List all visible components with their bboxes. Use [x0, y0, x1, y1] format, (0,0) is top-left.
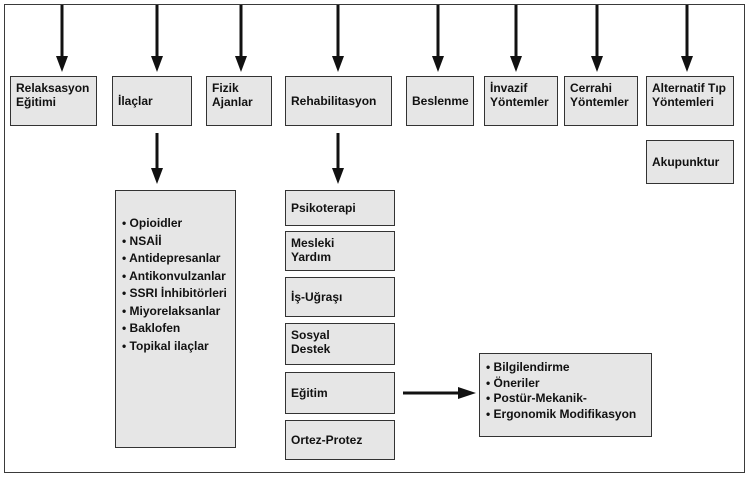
category-label-line: Yöntemleri [652, 95, 715, 109]
list-item: Ergonomik Modifikasyon [486, 407, 645, 423]
medications-list: Opioidler NSAİİ Antidepresanlar Antikonv… [122, 215, 229, 355]
list-item: Antidepresanlar [122, 250, 229, 268]
arrowhead-alternatif [681, 56, 693, 72]
rehab-item-label: Psikoterapi [291, 201, 356, 215]
arrowhead-cerrahi [591, 56, 603, 72]
category-label-line: Fizik [212, 81, 239, 95]
rehab-item-psikoterapi: Psikoterapi [285, 190, 395, 226]
category-fizik-ajanlar: Fizik Ajanlar [206, 76, 272, 126]
list-item: Miyorelaksanlar [122, 303, 229, 321]
list-item: Topikal ilaçlar [122, 338, 229, 356]
category-label-line: Beslenme [412, 94, 469, 108]
category-label-line: Rehabilitasyon [291, 94, 377, 108]
rehab-item-label: Yardım [291, 250, 332, 264]
education-details-box: Bilgilendirme Öneriler Postür-Mekanik- E… [479, 353, 652, 437]
category-alternatif: Alternatif Tıp Yöntemleri [646, 76, 734, 126]
rehab-item-label: Mesleki [291, 236, 335, 250]
category-label-line: İnvazif [490, 81, 528, 95]
diagram-frame [4, 4, 745, 473]
arrowhead-fizik [235, 56, 247, 72]
rehab-item-is-ugrasi: İş-Uğraşı [285, 277, 395, 317]
category-label-line: Alternatif Tıp [652, 81, 726, 95]
category-label-line: Ajanlar [212, 95, 253, 109]
rehab-item-label: Destek [291, 342, 331, 356]
medications-list-box: Opioidler NSAİİ Antidepresanlar Antikonv… [115, 190, 236, 448]
category-label-line: Relaksasyon [16, 81, 90, 95]
rehab-item-label: Sosyal [291, 328, 330, 342]
arrowhead-ilaclar-list [151, 168, 163, 184]
list-item: Postür-Mekanik- [486, 391, 645, 407]
list-item: Antikonvulzanlar [122, 268, 229, 286]
arrowhead-rehabilitasyon [332, 56, 344, 72]
list-item: Bilgilendirme [486, 360, 645, 376]
rehab-item-label: İş-Uğraşı [291, 290, 343, 304]
category-rehabilitasyon: Rehabilitasyon [285, 76, 392, 126]
rehab-item-mesleki-yardim: Mesleki Yardım [285, 231, 395, 271]
rehab-item-label: Ortez-Protez [291, 433, 363, 447]
arrowhead-invazif [510, 56, 522, 72]
education-details-list: Bilgilendirme Öneriler Postür-Mekanik- E… [486, 360, 645, 422]
category-label-line: Yöntemler [490, 95, 549, 109]
category-label-line: Eğitimi [16, 95, 57, 109]
rehab-item-label: Eğitim [291, 386, 328, 400]
rehab-item-egitim: Eğitim [285, 372, 395, 414]
list-item: Opioidler [122, 215, 229, 233]
category-beslenme: Beslenme [406, 76, 474, 126]
arrowhead-relaksasyon [56, 56, 68, 72]
category-ilaclar: İlaçlar [112, 76, 192, 126]
list-item: Öneriler [486, 376, 645, 392]
category-cerrahi: Cerrahi Yöntemler [564, 76, 638, 126]
arrowhead-beslenme [432, 56, 444, 72]
arrowhead-rehab-list [332, 168, 344, 184]
rehab-item-ortez-protez: Ortez-Protez [285, 420, 395, 460]
list-item: Baklofen [122, 320, 229, 338]
arrowhead-egitim [458, 387, 476, 399]
list-item: SSRI İnhibitörleri [122, 285, 229, 303]
arrowhead-ilaclar [151, 56, 163, 72]
category-relaksasyon: Relaksasyon Eğitimi [10, 76, 97, 126]
category-invazif: İnvazif Yöntemler [484, 76, 558, 126]
list-item: NSAİİ [122, 233, 229, 251]
category-label-line: Cerrahi [570, 81, 613, 95]
category-label-line: İlaçlar [118, 94, 153, 108]
category-label-line: Yöntemler [570, 95, 629, 109]
alternative-akupunktur: Akupunktur [646, 140, 734, 184]
akupunktur-label: Akupunktur [652, 155, 720, 169]
rehab-item-sosyal-destek: Sosyal Destek [285, 323, 395, 365]
